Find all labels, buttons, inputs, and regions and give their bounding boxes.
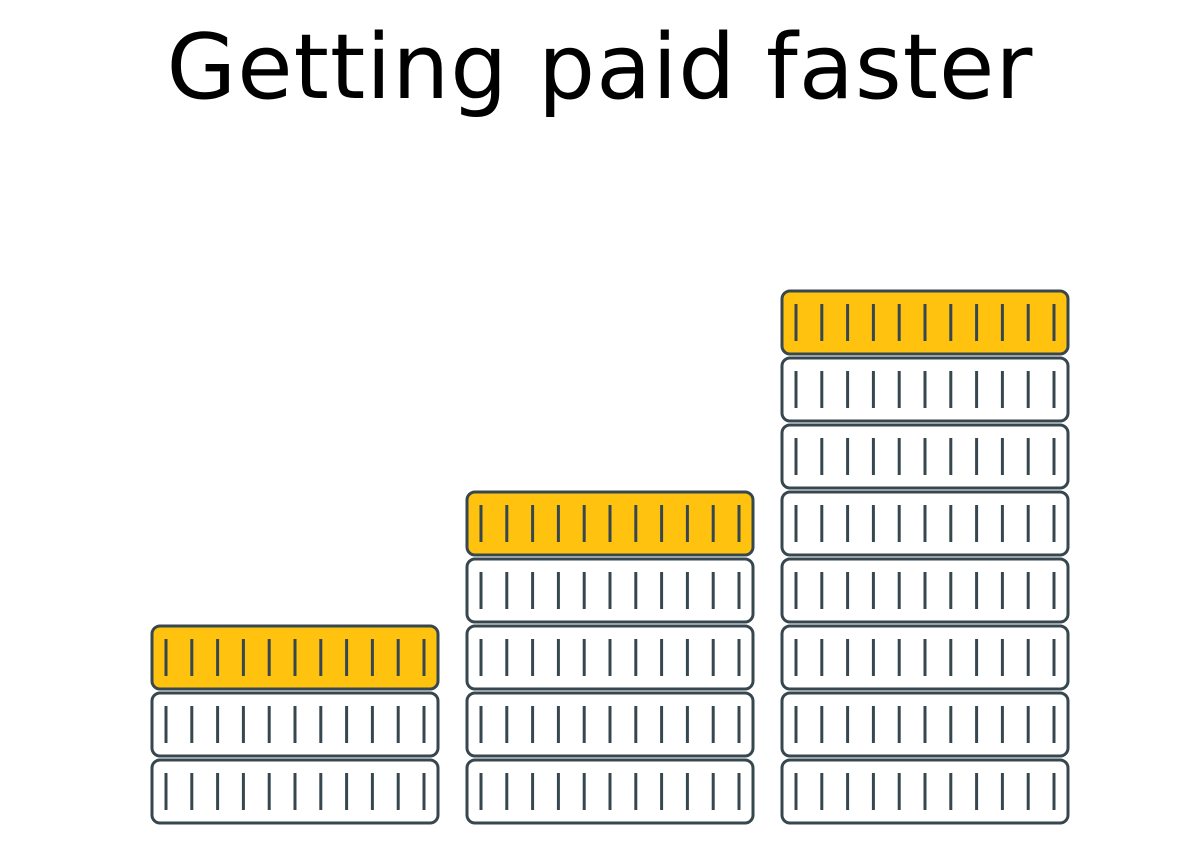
coin-stack-3: [780, 289, 1070, 825]
coin-highlight: [150, 624, 440, 691]
coin: [465, 624, 755, 691]
coin-stack-1: [150, 624, 440, 825]
coin: [780, 691, 1070, 758]
coin-highlight: [780, 289, 1070, 356]
page-title: Getting paid faster: [166, 15, 1034, 120]
coin-highlight: [465, 490, 755, 557]
coin: [465, 758, 755, 825]
coin: [465, 691, 755, 758]
coin: [780, 490, 1070, 557]
coin-stack-2: [465, 490, 755, 825]
coin: [780, 356, 1070, 423]
coin: [780, 624, 1070, 691]
coin: [780, 423, 1070, 490]
coin: [780, 557, 1070, 624]
coin: [150, 758, 440, 825]
coin: [150, 691, 440, 758]
coin: [465, 557, 755, 624]
coin: [780, 758, 1070, 825]
